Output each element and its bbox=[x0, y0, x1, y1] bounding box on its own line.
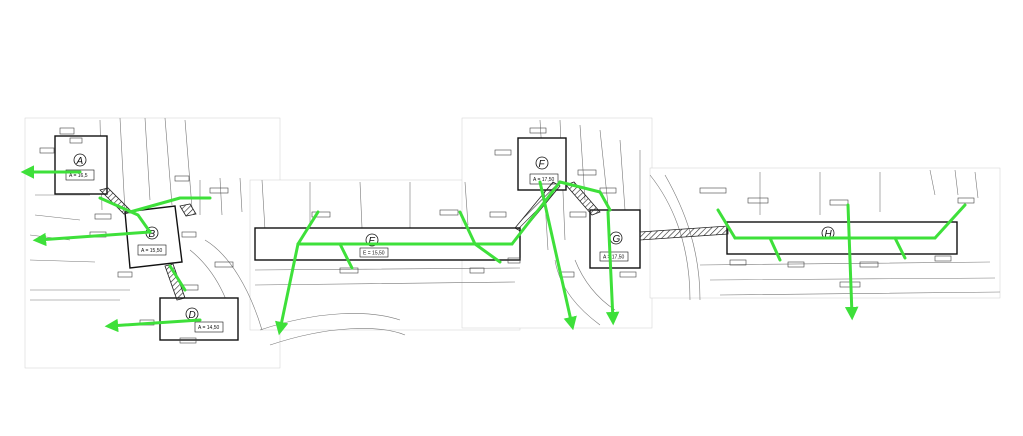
corridor-g-h bbox=[639, 225, 729, 241]
building-f: F A = 17,50 bbox=[517, 137, 567, 191]
building-b-level-box bbox=[137, 244, 167, 256]
escape-routes bbox=[20, 165, 967, 336]
building-a: A A = 16,5 bbox=[54, 135, 108, 195]
drawing-annotations bbox=[39, 127, 975, 344]
building-g-level: A = 17,50 bbox=[603, 255, 624, 261]
building-e-level: E = 15,50 bbox=[363, 251, 385, 257]
building-b: B A = 15,50 bbox=[124, 205, 183, 269]
building-a-level: A = 16,5 bbox=[69, 173, 88, 179]
escape-route-g bbox=[605, 210, 620, 326]
building-e-label: E bbox=[369, 236, 376, 247]
escape-route-a-b-link bbox=[98, 196, 152, 234]
building-d-level: A = 14,50 bbox=[198, 325, 219, 331]
escape-route-h-west bbox=[716, 208, 737, 240]
escape-route-d bbox=[104, 318, 202, 333]
escape-route-h-south-1 bbox=[768, 236, 782, 262]
escape-route-e-exit bbox=[275, 242, 300, 336]
escape-route-e-f-link bbox=[510, 180, 562, 246]
escape-route-e-southeast bbox=[473, 242, 502, 264]
escape-route-f bbox=[538, 180, 577, 331]
building-d-label: D bbox=[189, 310, 196, 321]
building-e-level-box bbox=[359, 247, 389, 258]
building-a-badge bbox=[73, 153, 87, 167]
building-g-level-box bbox=[599, 251, 629, 262]
building-g-label: G bbox=[613, 234, 621, 245]
building-f-badge bbox=[535, 156, 549, 170]
escape-route-e-east-stair bbox=[458, 210, 477, 246]
escape-route-b-north bbox=[128, 196, 212, 214]
building-h-label: H bbox=[825, 229, 833, 240]
building-a-label: A bbox=[76, 156, 84, 167]
escape-route-b bbox=[32, 230, 152, 247]
escape-route-h-east bbox=[933, 203, 967, 240]
building-b-label: B bbox=[149, 229, 156, 240]
escape-route-b-d-link bbox=[168, 264, 187, 292]
corridor-b-link bbox=[179, 203, 197, 217]
escape-route-h-south-2 bbox=[893, 236, 907, 260]
escape-route-e-west-stair bbox=[296, 210, 320, 246]
building-d-level-box bbox=[194, 321, 224, 333]
building-b-level: A = 15,50 bbox=[141, 248, 162, 254]
corridor-f-g bbox=[565, 181, 601, 216]
escape-route-e-south bbox=[338, 242, 354, 270]
escape-route-h bbox=[844, 203, 859, 321]
building-g: G A = 17,50 bbox=[589, 209, 641, 269]
building-f-level: A = 17,50 bbox=[533, 177, 554, 183]
escape-route-f-g-link bbox=[558, 180, 612, 212]
building-a-level-box bbox=[65, 169, 95, 181]
building-f-label: F bbox=[539, 159, 546, 170]
building-f-level-box bbox=[529, 173, 559, 185]
